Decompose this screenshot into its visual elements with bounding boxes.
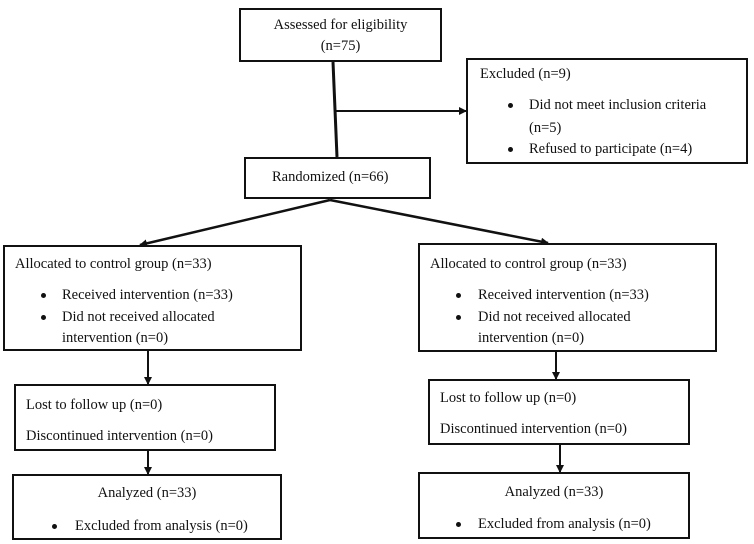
eligibility-to-randomized-line — [331, 61, 339, 158]
excluded-item-refused: Refused to participate (n=4) — [529, 141, 693, 157]
right-allocation-not-received: Did not received allocated — [478, 309, 631, 325]
excluded-bullet-2 — [508, 147, 513, 152]
left-followup-box: Lost to follow up (n=0) Discontinued int… — [14, 384, 276, 451]
left-allocation-received: Received intervention (n=33) — [62, 287, 233, 303]
right-allocation-bullet-1 — [456, 293, 461, 298]
left-followup-lost: Lost to follow up (n=0) — [26, 397, 163, 413]
eligibility-box: Assessed for eligibility (n=75) — [239, 8, 442, 62]
right-allocation-not-received-count: intervention (n=0) — [478, 330, 585, 346]
excluded-item-criteria: Did not meet inclusion criteria — [529, 97, 707, 113]
right-allocation-received: Received intervention (n=33) — [478, 287, 649, 303]
right-followup-box: Lost to follow up (n=0) Discontinued int… — [428, 379, 690, 445]
right-allocation-title: Allocated to control group (n=33) — [430, 256, 627, 272]
excluded-bullet-1 — [508, 103, 513, 108]
left-analysis-title: Analyzed (n=33) — [97, 485, 197, 501]
left-allocation-not-received-count: intervention (n=0) — [62, 330, 169, 346]
left-allocation-title: Allocated to control group (n=33) — [15, 256, 212, 272]
to-right-allocation-arrow — [329, 198, 549, 246]
left-analysis-excluded: Excluded from analysis (n=0) — [75, 518, 248, 534]
excluded-box: Excluded (n=9) Did not meet inclusion cr… — [466, 58, 748, 164]
excluded-item-criteria-count: (n=5) — [529, 120, 562, 136]
left-allocation-bullet-1 — [41, 293, 46, 298]
right-analysis-box: Analyzed (n=33) Excluded from analysis (… — [418, 472, 690, 539]
to-left-allocation-arrow — [139, 198, 331, 248]
eligibility-count: (n=75) — [320, 38, 361, 54]
randomized-box: Randomized (n=66) — [244, 157, 431, 199]
left-allocation-not-received: Did not received allocated — [62, 309, 215, 325]
left-analysis-box: Analyzed (n=33) Excluded from analysis (… — [12, 474, 282, 540]
right-followup-lost: Lost to follow up (n=0) — [440, 390, 577, 406]
eligibility-label: Assessed for eligibility — [273, 17, 408, 33]
right-analysis-excluded: Excluded from analysis (n=0) — [478, 516, 651, 532]
left-allocation-bullet-2 — [41, 315, 46, 320]
randomized-label: Randomized (n=66) — [272, 169, 389, 185]
left-analysis-bullet — [52, 524, 57, 529]
right-analysis-bullet — [456, 522, 461, 527]
right-followup-discontinued: Discontinued intervention (n=0) — [440, 421, 627, 437]
right-allocation-box: Allocated to control group (n=33) Receiv… — [418, 243, 717, 352]
left-allocation-box: Allocated to control group (n=33) Receiv… — [3, 245, 302, 351]
right-allocation-bullet-2 — [456, 315, 461, 320]
left-followup-discontinued: Discontinued intervention (n=0) — [26, 428, 213, 444]
right-analysis-title: Analyzed (n=33) — [504, 484, 604, 500]
excluded-title: Excluded (n=9) — [480, 66, 571, 82]
